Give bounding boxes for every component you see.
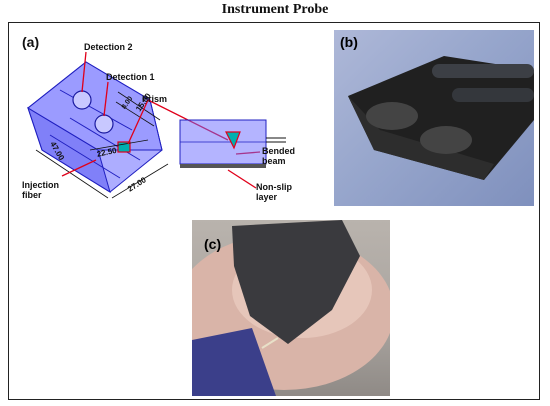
- label-non-slip-layer: Non-slip layer: [256, 182, 292, 202]
- skin-photo: [192, 220, 390, 396]
- probe-photo-shapes: [348, 56, 534, 180]
- non-slip-layer-strip: [180, 164, 266, 168]
- skin-photo-shapes: [192, 220, 390, 396]
- label-bended-beam: Bended beam: [262, 146, 296, 166]
- dimension-lines: [35, 91, 169, 199]
- panel-c-letter: (c): [204, 236, 222, 252]
- figure-frame: [8, 22, 540, 400]
- label-detection-1: Detection 1: [106, 72, 155, 82]
- figure-title: Instrument Probe: [221, 2, 329, 17]
- detection-2-port: [72, 90, 92, 110]
- probe-photo: [334, 30, 534, 206]
- probe-side-view: [179, 119, 286, 168]
- detection-1-port: [94, 114, 114, 134]
- label-detection-2: Detection 2: [84, 42, 133, 52]
- prism-marker-iso: [117, 141, 131, 153]
- label-prism: Prism: [142, 94, 168, 104]
- prism-marker-side: [225, 131, 241, 150]
- panel-a-letter: (a): [22, 34, 40, 50]
- panel-b-letter: (b): [340, 34, 358, 50]
- label-injection-fiber: Injection fiber: [22, 180, 60, 200]
